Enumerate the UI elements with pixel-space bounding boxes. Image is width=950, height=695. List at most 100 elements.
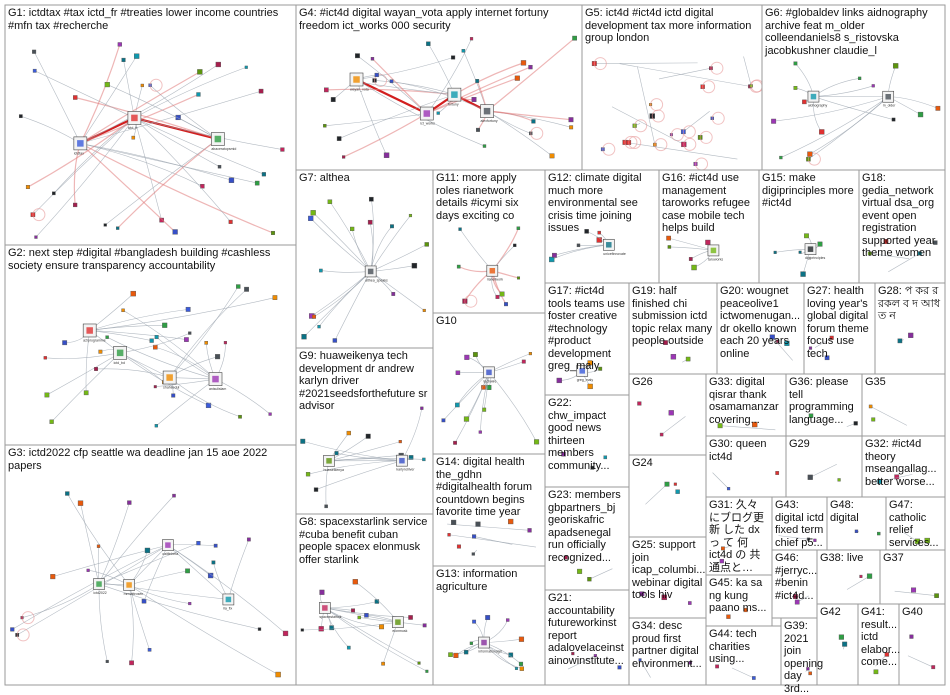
account-node [134, 54, 139, 59]
hub-node-label: ictdtax [74, 151, 84, 155]
account-node [425, 242, 429, 246]
account-node [384, 153, 389, 158]
cluster-g15: digiprinciples [759, 170, 859, 283]
account-node [271, 231, 275, 235]
account-node [569, 117, 573, 121]
account-node [858, 77, 861, 80]
account-node [118, 42, 122, 46]
account-node [255, 181, 259, 185]
hub-node-label: aidnography [808, 104, 828, 108]
account-node [331, 97, 335, 101]
account-node [519, 662, 523, 666]
hub-node-mark [481, 640, 487, 646]
hub-node-mark [395, 619, 401, 625]
account-node [795, 600, 799, 604]
account-node [148, 648, 151, 651]
account-node [830, 336, 834, 340]
account-node [422, 458, 425, 461]
account-node [456, 371, 460, 375]
account-node [689, 661, 692, 664]
account-node [392, 292, 395, 295]
cluster-g10: techwire [433, 313, 545, 454]
account-node [571, 652, 574, 655]
account-node [806, 667, 809, 670]
account-node [688, 601, 691, 604]
account-node [127, 501, 131, 505]
account-node [94, 367, 97, 370]
account-node [453, 441, 456, 444]
cluster-frame [772, 550, 817, 618]
account-node [106, 336, 109, 339]
account-node [515, 76, 520, 81]
account-node [825, 356, 829, 360]
hub-node-mark [86, 327, 93, 334]
account-node [52, 192, 55, 195]
account-node [485, 615, 489, 619]
account-node [868, 252, 871, 255]
account-node [45, 393, 49, 397]
hub-node-mark [811, 94, 817, 100]
hub-node-label: mrmattrosen [124, 592, 144, 596]
account-node [715, 665, 718, 668]
account-node [62, 341, 66, 345]
account-node [808, 475, 813, 480]
account-node [155, 335, 159, 339]
account-node [141, 84, 144, 87]
account-node [519, 637, 524, 642]
account-node [73, 203, 77, 207]
account-node [87, 569, 90, 572]
account-node [185, 569, 189, 573]
cluster-frame [899, 604, 945, 685]
account-node [106, 660, 109, 663]
account-node [451, 56, 455, 60]
hub-node-mark [579, 368, 585, 374]
account-node [588, 361, 593, 366]
account-node [528, 528, 532, 532]
account-node [867, 574, 872, 579]
account-node [247, 538, 250, 541]
account-node [448, 653, 452, 657]
account-node [238, 415, 241, 418]
cluster-g30 [706, 436, 786, 497]
account-node [364, 613, 368, 617]
cluster-frame [545, 170, 659, 283]
account-node [184, 337, 188, 341]
hub-node-mark [131, 115, 138, 122]
account-node [779, 156, 782, 159]
account-node [752, 676, 755, 679]
hub-node-mark [606, 242, 612, 248]
account-node [205, 341, 208, 344]
cluster-g29 [786, 436, 862, 497]
account-node [328, 200, 332, 204]
cluster-g33 [706, 374, 786, 436]
cluster-frame [706, 497, 772, 575]
account-node [214, 544, 217, 547]
account-node [877, 480, 881, 484]
cluster-frame [804, 283, 875, 374]
account-node [312, 315, 316, 319]
account-node [44, 356, 47, 359]
hub-node-mark [215, 136, 222, 143]
account-node [483, 145, 486, 148]
cluster-frame [629, 537, 706, 618]
account-node [911, 588, 916, 593]
hub-node-label: caitlinbeta [162, 552, 178, 556]
account-node [78, 501, 83, 506]
hub-node-label: fortuny [448, 103, 459, 107]
cluster-frame [659, 170, 759, 283]
cluster-g37 [880, 550, 945, 604]
account-node [154, 385, 157, 388]
account-node [663, 340, 667, 344]
account-node [809, 414, 813, 418]
account-node [860, 575, 863, 578]
hub-node-mark [326, 458, 332, 464]
account-node [173, 230, 178, 235]
hub-node-mark [165, 542, 171, 548]
account-node [660, 433, 663, 436]
hub-node-mark [117, 350, 124, 357]
account-node [333, 339, 337, 343]
cluster-frame [827, 497, 886, 550]
account-node [409, 214, 412, 217]
